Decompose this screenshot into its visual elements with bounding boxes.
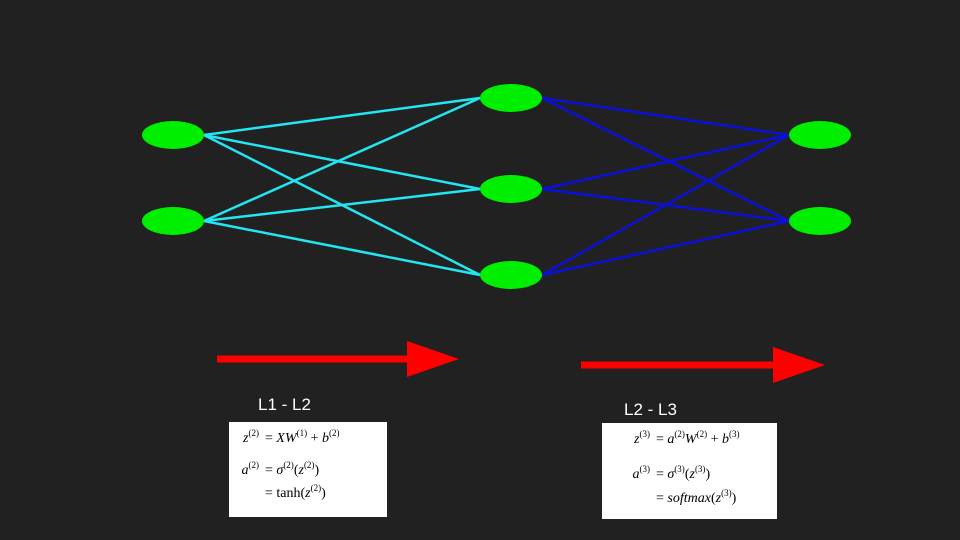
equation-box-l1-l2: z(2) = XW(1) + b(2) a(2) = σ(2)(z(2)) = tanh…: [229, 422, 387, 517]
node-l2-3: [480, 261, 542, 289]
equation-lhs: z(3): [634, 429, 650, 448]
section-label-l1-l2: L1 - L2: [258, 395, 311, 414]
equation-rhs: = σ(2)(z(2)): [265, 460, 320, 479]
equation-rhs: = σ(3)(z(3)): [656, 464, 711, 483]
arrow-shaft: [581, 361, 773, 369]
section-label-l2-l3: L2 - L3: [624, 400, 677, 419]
edge-group: [203, 96, 790, 277]
edge-l2-n1-to-l3-n2: [541, 96, 790, 223]
node-l3-2: [789, 207, 851, 235]
node-l1-2: [142, 207, 204, 235]
equation-rhs: = softmax(z(3)): [656, 488, 737, 507]
equation-rhs: = XW(1) + b(2): [265, 428, 340, 447]
equation-lhs: a(2): [241, 460, 260, 479]
node-l2-1: [480, 84, 542, 112]
arrow-group: [217, 341, 825, 383]
equation-box-l2-l3: z(3) = a(2)W(2) + b(3) a(3) = σ(3)(z(3)) = s…: [602, 423, 777, 519]
edge-l1-n2-to-l2-n3: [203, 219, 481, 277]
node-l2-2: [480, 175, 542, 203]
edge-l2-n2-to-l3-n1: [541, 133, 790, 191]
forward-arrow-2: [581, 347, 825, 383]
node-l1-1: [142, 121, 204, 149]
equation-rhs: = a(2)W(2) + b(3): [656, 429, 740, 448]
edge-l2-n1-to-l3-n1: [541, 96, 790, 137]
node-group: [142, 84, 851, 289]
arrow-head: [407, 341, 459, 377]
edge-l2-n3-to-l3-n2: [541, 219, 790, 277]
equation-rhs: = tanh(z(2)): [265, 483, 326, 502]
arrow-head: [773, 347, 825, 383]
equation-lhs: z(2): [243, 428, 259, 447]
edge-l1-n2-to-l2-n1: [203, 96, 481, 223]
equation-lhs: a(3): [632, 464, 651, 483]
forward-arrow-1: [217, 341, 459, 377]
arrow-shaft: [217, 355, 407, 363]
edge-l1-n1-to-l2-n1: [203, 96, 481, 137]
edge-l2-n3-to-l3-n1: [541, 133, 790, 277]
edge-l1-n1-to-l2-n2: [203, 133, 481, 191]
edge-l1-n2-to-l2-n2: [203, 187, 481, 223]
node-l3-1: [789, 121, 851, 149]
